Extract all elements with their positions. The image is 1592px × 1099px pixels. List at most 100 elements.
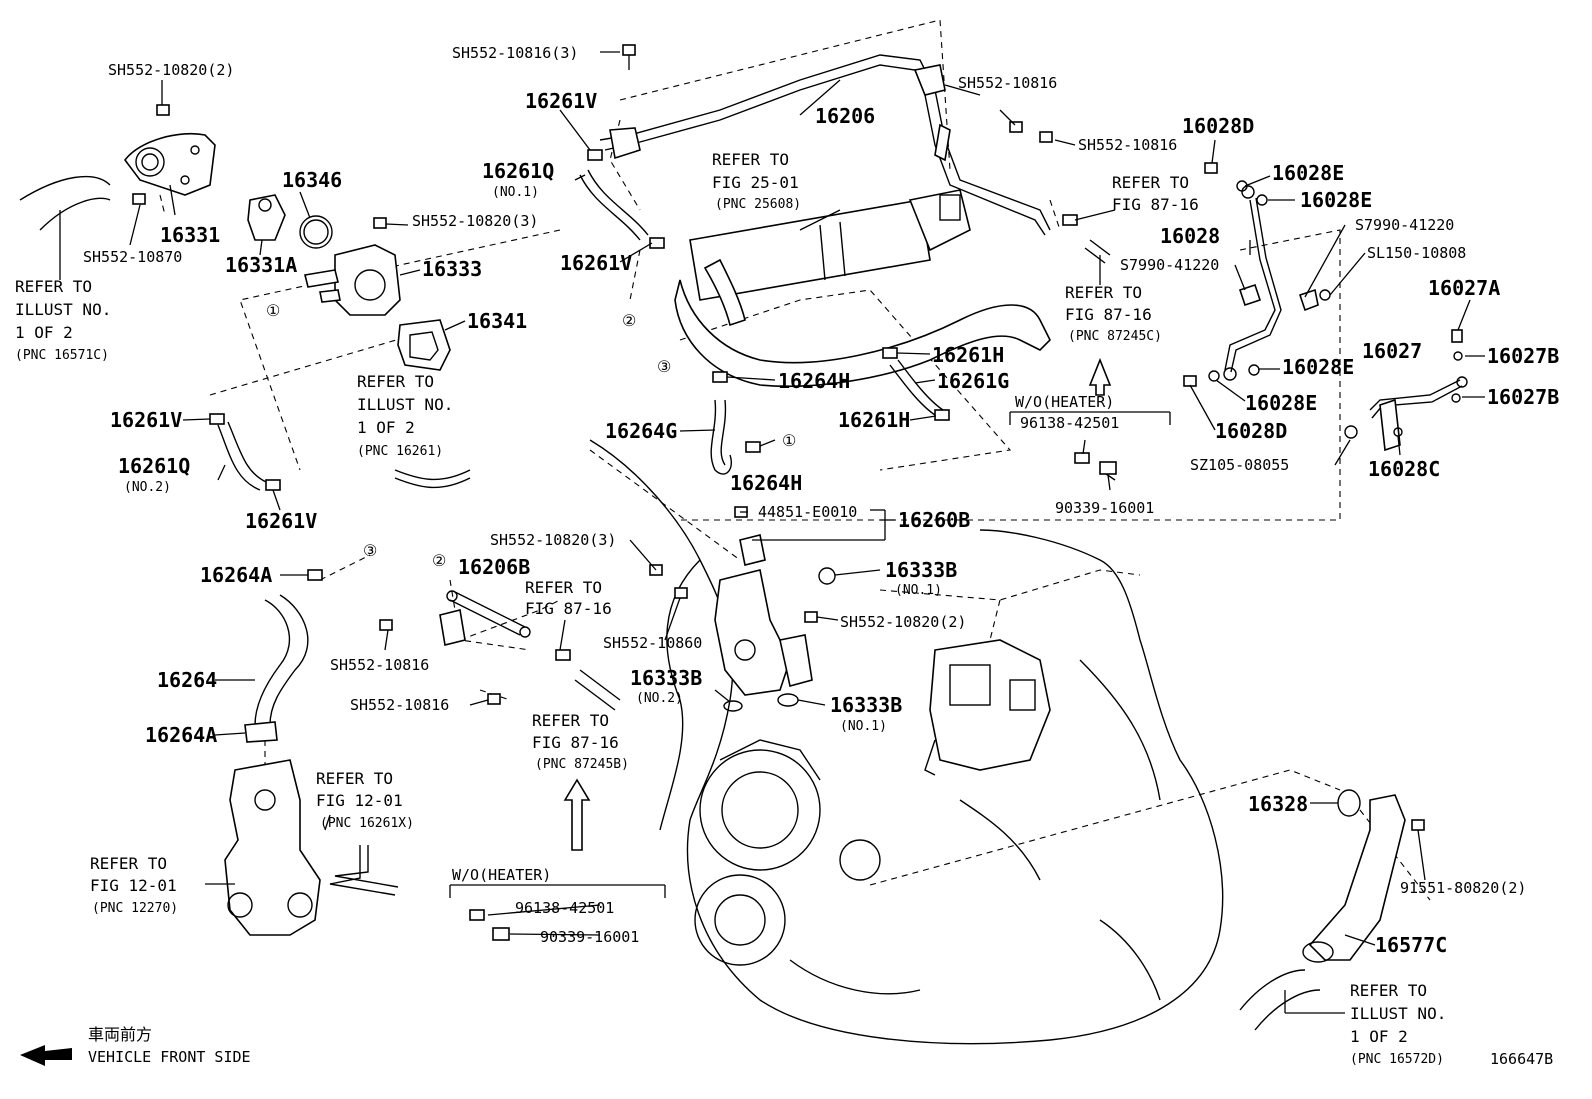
svg-text:(PNC 16261): (PNC 16261) bbox=[357, 444, 443, 459]
svg-text:ILLUST NO.: ILLUST NO. bbox=[15, 300, 111, 319]
label-sh552-10816-low: SH552-10816 bbox=[350, 696, 449, 714]
label-16027a: 16027A bbox=[1428, 276, 1500, 300]
label-16028d-top: 16028D bbox=[1182, 114, 1254, 138]
label-16261v-b: 16261V bbox=[560, 251, 632, 275]
svg-text:(PNC 16571C): (PNC 16571C) bbox=[15, 348, 109, 363]
label-16028: 16028 bbox=[1160, 224, 1220, 248]
label-16577c: 16577C bbox=[1375, 933, 1447, 957]
marker-3-a: ③ bbox=[657, 357, 671, 376]
svg-text:REFER TO: REFER TO bbox=[712, 150, 789, 169]
label-16027b-b: 16027B bbox=[1487, 385, 1559, 409]
ref-fig12-01-b: REFER TO FIG 12-01 (PNC 12270) bbox=[90, 854, 178, 916]
svg-text:ILLUST NO.: ILLUST NO. bbox=[1350, 1004, 1446, 1023]
label-16333b-b: 16333B bbox=[630, 666, 702, 690]
svg-text:REFER TO: REFER TO bbox=[532, 711, 609, 730]
label-16346: 16346 bbox=[282, 168, 342, 192]
label-16264a-b: 16264A bbox=[145, 723, 217, 747]
radiator-hose-left bbox=[19, 175, 111, 231]
flow-arrows bbox=[20, 357, 1112, 1066]
ref-fig25-01: REFER TO FIG 25-01 (PNC 25608) bbox=[712, 150, 801, 212]
marker-1-b: ① bbox=[782, 431, 796, 450]
label-16260b: 16260B bbox=[898, 508, 970, 532]
dashed-guides bbox=[159, 19, 1431, 901]
label-sh552-10816-right2: SH552-10816 bbox=[1078, 136, 1177, 154]
ref-fig87-16-b: REFER TO FIG 87-16 (PNC 87245C) bbox=[1065, 283, 1162, 344]
label-90339-16001-b: 90339-16001 bbox=[540, 928, 639, 946]
svg-text:(PNC 12270): (PNC 12270) bbox=[92, 901, 178, 916]
label-16206b: 16206B bbox=[458, 555, 530, 579]
label-90339-16001-a: 90339-16001 bbox=[1055, 499, 1154, 517]
svg-text:REFER TO: REFER TO bbox=[525, 578, 602, 597]
label-16028e-c: 16028E bbox=[1282, 355, 1354, 379]
label-16261v-a: 16261V bbox=[525, 89, 597, 113]
water-outlet-16260B bbox=[714, 534, 813, 696]
label-sh552-10816-mid: SH552-10816 bbox=[330, 656, 429, 674]
label-16027: 16027 bbox=[1362, 339, 1422, 363]
label-no2-a: (NO.2) bbox=[124, 480, 171, 495]
label-16028d-b: 16028D bbox=[1215, 419, 1287, 443]
diagram-id: 166647B bbox=[1490, 1050, 1553, 1068]
label-44851-e0010: 44851-E0010 bbox=[758, 503, 857, 521]
label-no2-b: (NO.2) bbox=[636, 691, 683, 706]
thermostat-housing-16331 bbox=[123, 132, 216, 196]
label-91551-80820-2: 91551-80820(2) bbox=[1400, 879, 1526, 897]
svg-text:(PNC 16261X): (PNC 16261X) bbox=[320, 816, 414, 831]
svg-text:(PNC 87245B): (PNC 87245B) bbox=[535, 757, 629, 772]
label-s7990-41220-b: S7990-41220 bbox=[1120, 256, 1219, 274]
egr-cooler bbox=[674, 189, 1051, 388]
ref-fig87-16-a: REFER TO FIG 87-16 bbox=[1112, 173, 1199, 214]
svg-text:FIG 25-01: FIG 25-01 bbox=[712, 173, 799, 192]
svg-text:REFER TO: REFER TO bbox=[316, 769, 393, 788]
label-16027b-a: 16027B bbox=[1487, 344, 1559, 368]
label-sh552-10870: SH552-10870 bbox=[83, 248, 182, 266]
hoses bbox=[217, 169, 1116, 896]
label-96138-42501-b: 96138-42501 bbox=[515, 899, 614, 917]
label-16341: 16341 bbox=[467, 309, 527, 333]
water-pump-body bbox=[224, 721, 321, 936]
label-16264g: 16264G bbox=[605, 419, 677, 443]
label-16206: 16206 bbox=[815, 104, 875, 128]
svg-text:REFER TO: REFER TO bbox=[90, 854, 167, 873]
pipe-16206 bbox=[599, 54, 1051, 236]
svg-text:1 OF 2: 1 OF 2 bbox=[357, 418, 415, 437]
circled-markers: ① ① ② ② ③ ③ bbox=[266, 301, 796, 570]
ref-fig87-16-d: REFER TO FIG 87-16 (PNC 87245B) bbox=[532, 711, 629, 772]
label-96138-42501-a: 96138-42501 bbox=[1020, 414, 1119, 432]
svg-text:1 OF 2: 1 OF 2 bbox=[15, 323, 73, 342]
ref-illust-16571c: REFER TO ILLUST NO. 1 OF 2 (PNC 16571C) bbox=[15, 277, 111, 363]
label-s7990-41220-a: S7990-41220 bbox=[1355, 216, 1454, 234]
label-16264h-a: 16264H bbox=[778, 369, 850, 393]
svg-text:FIG 87-16: FIG 87-16 bbox=[1065, 305, 1152, 324]
svg-text:FIG 12-01: FIG 12-01 bbox=[316, 791, 403, 810]
svg-text:(PNC 16572D): (PNC 16572D) bbox=[1350, 1052, 1444, 1067]
label-16028c: 16028C bbox=[1368, 457, 1440, 481]
vehicle-front-indicator: 車両前方 VEHICLE FRONT SIDE bbox=[88, 1025, 251, 1066]
label-16028e-b: 16028E bbox=[1300, 188, 1372, 212]
label-no1-c: (NO.1) bbox=[840, 719, 887, 734]
thermostat-16331A bbox=[247, 194, 333, 249]
svg-text:FIG 87-16: FIG 87-16 bbox=[532, 733, 619, 752]
vehicle-front-en: VEHICLE FRONT SIDE bbox=[88, 1048, 251, 1066]
label-sh552-10816-topright: SH552-10816 bbox=[958, 74, 1057, 92]
label-wo-heater-b: W/O(HEATER) bbox=[452, 866, 551, 884]
label-sh552-10820-3-top: SH552-10820(3) bbox=[412, 212, 538, 230]
marker-2-b: ② bbox=[432, 551, 446, 570]
svg-text:FIG 87-16: FIG 87-16 bbox=[1112, 195, 1199, 214]
marker-3-b: ③ bbox=[363, 541, 377, 560]
leader-lines bbox=[59, 51, 1485, 1014]
gasket-16341 bbox=[397, 319, 451, 371]
ref-illust-16261: REFER TO ILLUST NO. 1 OF 2 (PNC 16261) bbox=[357, 372, 453, 459]
label-sz105-08055: SZ105-08055 bbox=[1190, 456, 1289, 474]
label-16331a: 16331A bbox=[225, 253, 297, 277]
label-sl150-10808: SL150-10808 bbox=[1367, 244, 1466, 262]
label-sh552-10816-3: SH552-10816(3) bbox=[452, 44, 578, 62]
ref-fig12-01-a: REFER TO FIG 12-01 (PNC 16261X) bbox=[316, 769, 414, 831]
pipe-16206B bbox=[439, 590, 531, 646]
svg-text:1 OF 2: 1 OF 2 bbox=[1350, 1027, 1408, 1046]
label-16261v-c: 16261V bbox=[110, 408, 182, 432]
svg-text:(PNC 87245C): (PNC 87245C) bbox=[1068, 329, 1162, 344]
svg-text:FIG 12-01: FIG 12-01 bbox=[90, 876, 177, 895]
label-16261q-1: 16261Q bbox=[482, 159, 554, 183]
vehicle-front-jp: 車両前方 bbox=[88, 1025, 152, 1044]
